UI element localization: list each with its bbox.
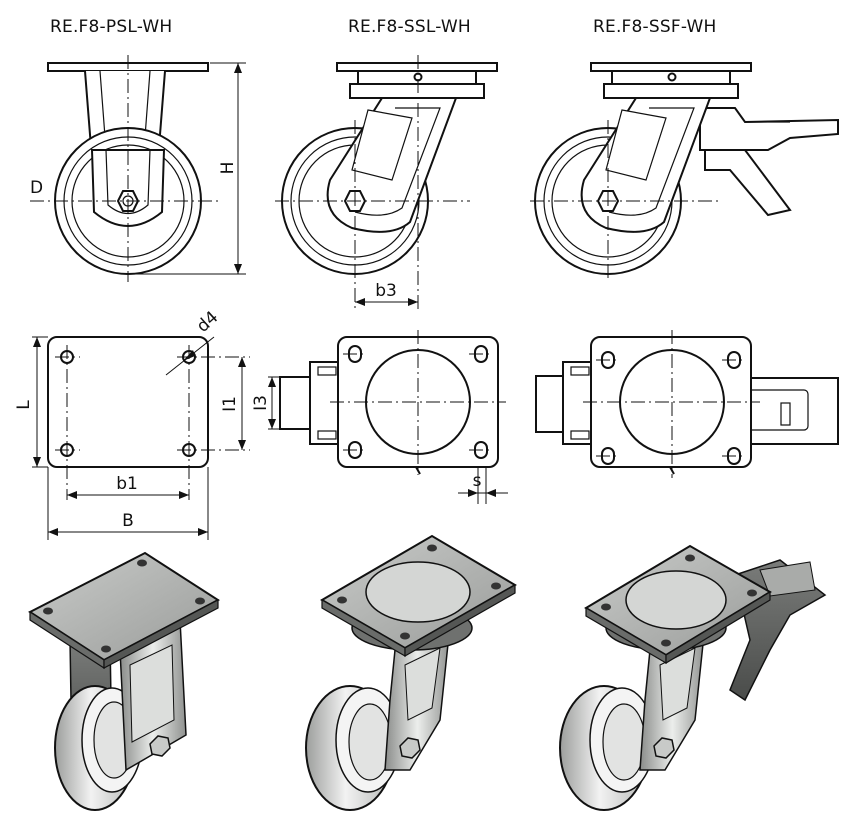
swivel-head (603, 83, 739, 99)
dim-arrow (355, 298, 365, 306)
bolt-hole-iso (400, 632, 410, 640)
brake-lever (704, 149, 792, 217)
dim-label-L: L (14, 400, 34, 410)
swivel-brake-caster-isometric (559, 544, 827, 811)
dim-label-D: D (30, 178, 43, 198)
bolt-hole-iso (137, 559, 147, 567)
fixed-caster-side-view: H D (30, 55, 246, 282)
top-plate (590, 62, 752, 72)
dim-label-s: s (473, 471, 482, 491)
bolt-hole-iso (427, 544, 437, 552)
dim-arrow (179, 491, 189, 499)
plate-edge-iso (103, 599, 219, 669)
swivel-caster-plate-top-view: I3 s (251, 330, 508, 504)
grease-nipple (415, 466, 421, 475)
dim-label-H: H (218, 162, 238, 175)
dim-arrow (33, 337, 41, 347)
dim-arrow (67, 491, 77, 499)
swivel-fork-inner (608, 107, 695, 216)
swivel-ring-iso (625, 570, 727, 630)
brake-pedal-top-iso (759, 561, 816, 597)
dim-arrow (198, 528, 208, 536)
dim-label-l3: I3 (251, 395, 271, 411)
fork-lug (570, 430, 590, 440)
fork-lug (570, 366, 590, 376)
bolt-hole-iso (101, 645, 111, 653)
axle-nut-iso (653, 737, 675, 759)
swivel-caster-side-view: b3 (275, 55, 498, 310)
title-swivel-brake-caster: RE.F8-SSF-WH (593, 17, 717, 37)
bolt-hole-iso (43, 607, 53, 615)
swivel-ring-iso (365, 561, 471, 623)
fork-recess-iso (404, 647, 441, 721)
dim-arrow (234, 264, 242, 274)
fork-lug (317, 430, 337, 440)
grease-nipple (669, 466, 675, 475)
fixed-caster-isometric (28, 551, 220, 811)
fork-window (605, 109, 667, 181)
dim-arrow (238, 440, 246, 450)
dim-arrow (486, 489, 496, 497)
fork-below-plate (309, 361, 341, 445)
dim-label-d4: d4 (193, 307, 222, 336)
swivel-brake-caster-side-view (530, 62, 839, 282)
brake-pedal-top (747, 377, 839, 445)
bolt-hole-iso (337, 596, 347, 604)
dim-arrow (48, 528, 58, 536)
dim-arrow (268, 419, 276, 429)
title-swivel-caster: RE.F8-SSL-WH (348, 17, 471, 37)
bolt-hole-iso (601, 603, 611, 611)
dim-arrow (408, 298, 418, 306)
plate-edge-iso (665, 590, 771, 665)
fork-front-recess (129, 644, 175, 743)
bolt-hole-iso (661, 639, 671, 647)
dim-arrow (234, 63, 242, 73)
dim-arrow (238, 357, 246, 367)
dim-label-l1: I1 (220, 396, 240, 412)
fork-recess-iso (659, 647, 696, 721)
swivel-fork-inner (354, 107, 441, 216)
plate-top-iso (28, 551, 220, 662)
dim-arrow (468, 489, 478, 497)
dim-arrow (183, 350, 195, 361)
dim-label-b1: b1 (116, 474, 138, 494)
dim-label-b3: b3 (375, 281, 397, 301)
axle-nut-iso (149, 735, 171, 757)
wheel-hub-iso (602, 703, 646, 781)
swivel-caster-isometric (305, 534, 517, 811)
fork-leg-inner (105, 149, 151, 215)
brake-pedal (699, 107, 839, 151)
plate-edge-iso (404, 583, 516, 658)
grease-nipple (667, 72, 677, 82)
bolt-hole-iso (195, 597, 205, 605)
bolt-hole-iso (685, 554, 695, 562)
fixed-caster-plate-top-view: d4 L I1 b1 B (14, 307, 250, 540)
fork-below-plate (562, 361, 594, 445)
swivel-head (349, 83, 485, 99)
bolt-hole-iso (747, 589, 757, 597)
fork-lug (317, 366, 337, 376)
title-fixed-caster: RE.F8-PSL-WH (50, 17, 173, 37)
swivel-brake-caster-plate-top-view (535, 330, 839, 478)
axle-nut-iso (399, 737, 421, 759)
dim-arrow (33, 457, 41, 467)
top-plate (336, 62, 498, 72)
dim-label-B: B (122, 511, 134, 531)
dim-arrow (268, 377, 276, 387)
mounting-plate (47, 336, 209, 468)
fork-window (351, 109, 413, 181)
bolt-hole-iso (491, 582, 501, 590)
brake-pedal-slot (780, 402, 791, 426)
